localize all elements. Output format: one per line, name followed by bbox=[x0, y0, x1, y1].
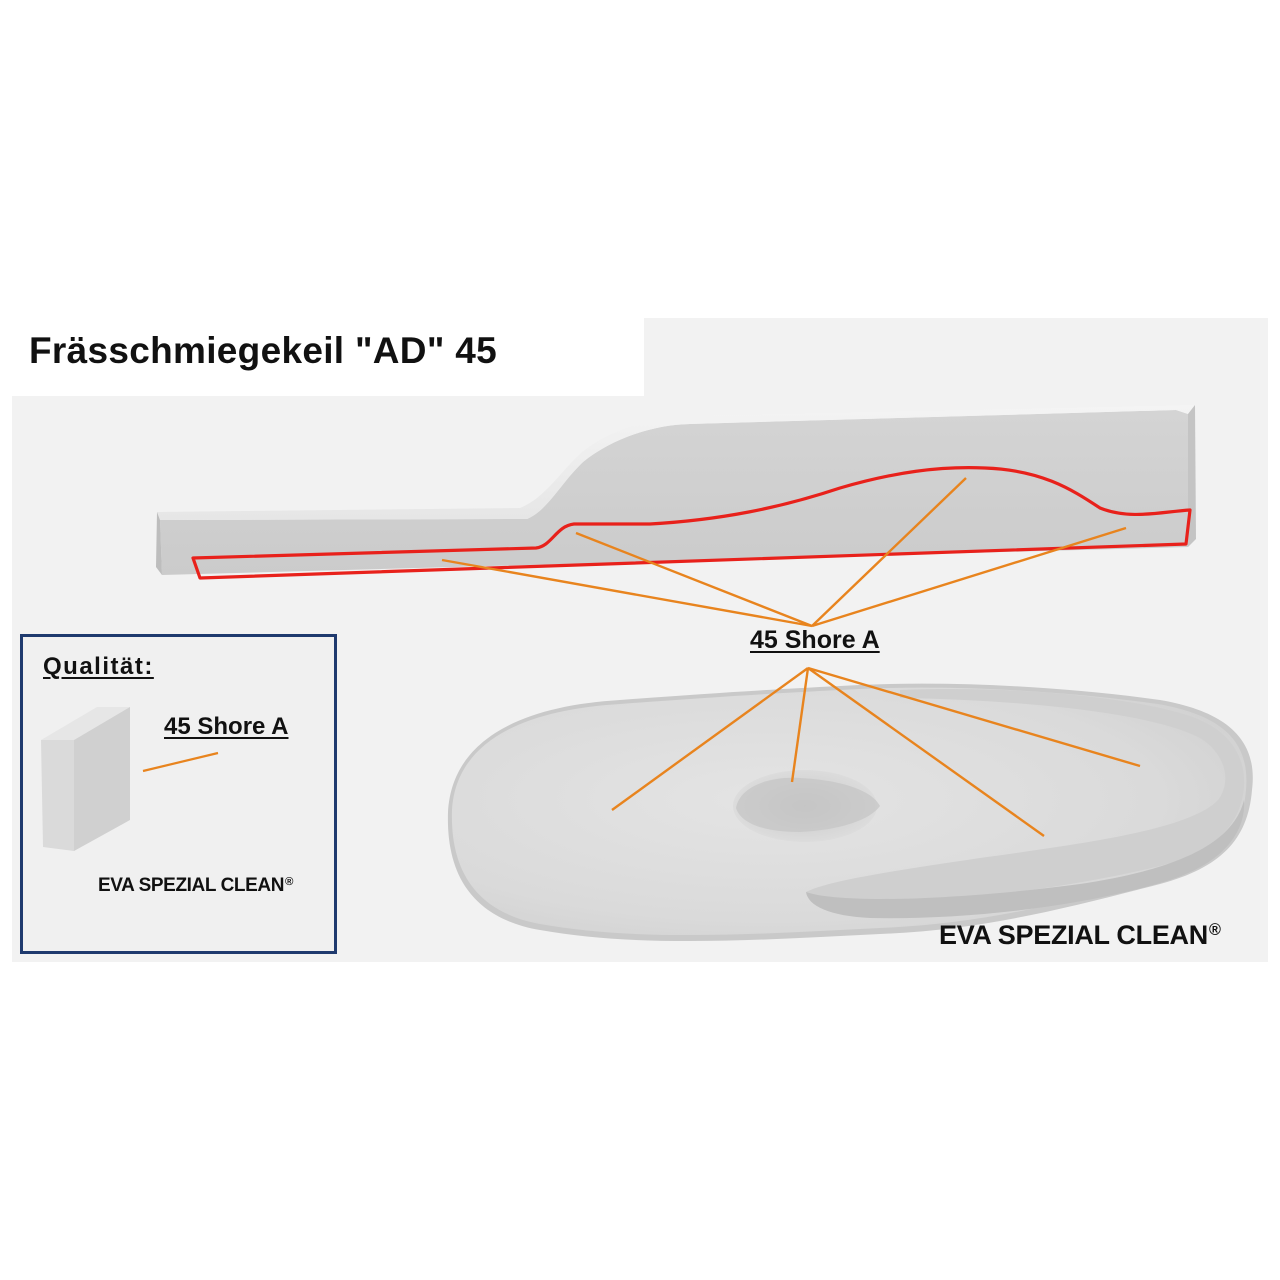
registered-mark: ® bbox=[285, 875, 294, 888]
arch-support bbox=[736, 777, 880, 832]
leader-line bbox=[807, 666, 1141, 768]
wedge-end-face bbox=[156, 512, 162, 575]
insole-profile-outline bbox=[191, 466, 1192, 580]
leader-line bbox=[611, 667, 809, 811]
insole-leader-lines bbox=[611, 666, 1141, 837]
page-title: Frässchmiegekeil "AD" 45 bbox=[29, 330, 498, 371]
registered-mark: ® bbox=[1208, 921, 1221, 940]
leader-line bbox=[142, 751, 219, 773]
leader-line bbox=[811, 477, 967, 627]
quality-box: Qualität: 45 Shore A EVA SPEZIAL CLEAN® bbox=[20, 634, 337, 954]
quality-title: Qualität: bbox=[43, 653, 154, 680]
leader-line bbox=[790, 667, 810, 783]
material-name: EVA SPEZIAL CLEAN bbox=[939, 920, 1208, 950]
quality-material-label: EVA SPEZIAL CLEAN® bbox=[98, 875, 293, 897]
insole-heel-cup-rim bbox=[806, 689, 1245, 903]
sample-block-right bbox=[74, 707, 130, 851]
insole-material-label: EVA SPEZIAL CLEAN® bbox=[939, 920, 1221, 951]
bar-leader-lines bbox=[441, 477, 1127, 628]
wedge-front-face bbox=[160, 410, 1188, 575]
leader-line bbox=[575, 531, 813, 628]
insole bbox=[447, 683, 1253, 942]
material-name: EVA SPEZIAL CLEAN bbox=[98, 875, 285, 896]
title-box bbox=[12, 318, 644, 396]
leader-line bbox=[807, 667, 1045, 837]
leader-line bbox=[441, 558, 813, 628]
leader-line bbox=[811, 526, 1127, 628]
quality-hardness-label: 45 Shore A bbox=[164, 713, 289, 740]
quality-illustration bbox=[41, 707, 219, 851]
sample-block-top bbox=[41, 707, 130, 740]
insole-side-wall bbox=[806, 800, 1245, 919]
sample-block-front bbox=[41, 740, 74, 851]
hardness-label: 45 Shore A bbox=[750, 626, 880, 654]
